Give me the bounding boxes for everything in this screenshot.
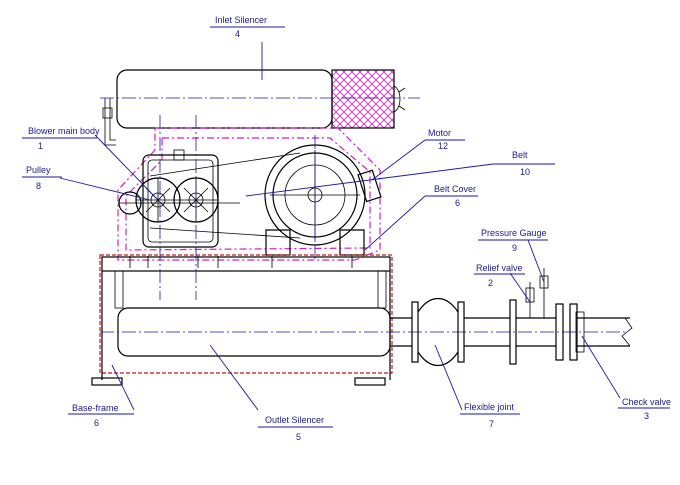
svg-text:Pulley: Pulley: [26, 165, 51, 175]
label-belt-cover: Belt Cover 6: [425, 184, 478, 208]
leader-lines: [59, 42, 621, 411]
svg-text:Motor: Motor: [428, 128, 451, 138]
label-flexible-joint: Flexible joint 7: [460, 402, 520, 429]
base-frame: [91, 115, 393, 386]
svg-text:6: 6: [94, 418, 99, 428]
svg-text:10: 10: [520, 167, 530, 177]
svg-text:Belt Cover: Belt Cover: [434, 184, 476, 194]
label-base-frame: Base-frame 6: [68, 403, 134, 428]
svg-text:1: 1: [38, 141, 43, 151]
label-check-valve: Check valve 3: [618, 397, 671, 421]
svg-text:8: 8: [36, 181, 41, 191]
label-pulley: Pulley 8: [22, 165, 62, 191]
svg-text:Belt: Belt: [512, 150, 528, 160]
svg-text:Relief valve: Relief valve: [476, 263, 523, 273]
label-motor: Motor 12: [425, 128, 465, 151]
belt: [149, 152, 301, 239]
inlet-silencer: [100, 69, 420, 129]
svg-text:4: 4: [235, 29, 240, 39]
label-pressure-gauge: Pressure Gauge 9: [478, 228, 548, 253]
svg-text:6: 6: [455, 198, 460, 208]
svg-text:Blower main body: Blower main body: [28, 126, 100, 136]
inlet-pipe: [102, 98, 116, 146]
svg-text:9: 9: [512, 243, 517, 253]
svg-text:Outlet Silencer: Outlet Silencer: [265, 415, 324, 425]
pulley: [118, 191, 240, 215]
svg-text:Check valve: Check valve: [622, 397, 671, 407]
blower-main-body: [135, 149, 219, 248]
outlet-silencer: [100, 270, 625, 357]
svg-text:5: 5: [296, 432, 301, 442]
motor: [264, 144, 382, 256]
discharge-pipe: [390, 268, 633, 367]
svg-text:Base-frame: Base-frame: [72, 403, 119, 413]
svg-text:Inlet Silencer: Inlet Silencer: [215, 15, 267, 25]
svg-text:7: 7: [489, 419, 494, 429]
svg-text:12: 12: [438, 141, 448, 151]
svg-text:2: 2: [488, 278, 493, 288]
label-inlet-silencer: Inlet Silencer 4: [210, 15, 285, 39]
label-blower-main-body: Blower main body 1: [22, 126, 100, 151]
belt-cover: [117, 127, 381, 261]
label-belt: Belt 10: [493, 150, 555, 177]
svg-text:3: 3: [644, 411, 649, 421]
svg-text:Flexible joint: Flexible joint: [464, 402, 515, 412]
svg-text:Pressure Gauge: Pressure Gauge: [481, 228, 547, 238]
label-relief-valve: Relief valve 2: [474, 263, 525, 288]
label-outlet-silencer: Outlet Silencer 5: [258, 415, 333, 442]
